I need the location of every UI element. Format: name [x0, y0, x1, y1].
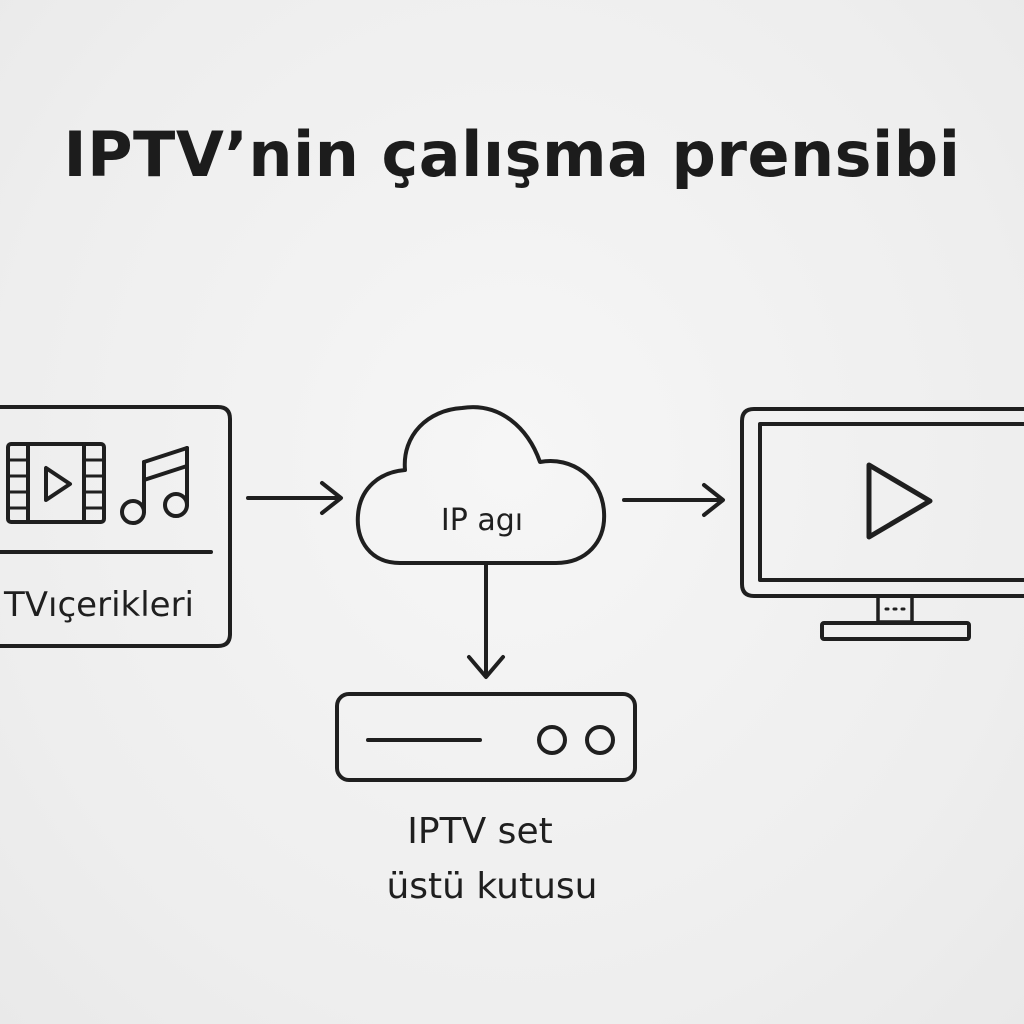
settop-label-line1: IPTV set [407, 811, 552, 852]
tv-play-icon [740, 407, 1024, 641]
arrow-network-to-tv [622, 483, 725, 517]
content-node: TVıçerikleri [0, 405, 232, 648]
tv-node [740, 407, 1024, 641]
page-title: IPTV’nin çalışma prensibi [63, 118, 961, 191]
content-box [0, 405, 232, 648]
arrow-content-to-network [246, 481, 343, 515]
content-label: TVıçerikleri [3, 585, 194, 625]
network-node: IP agı [355, 405, 607, 565]
settop-label-line2: üstü kutusu [386, 866, 597, 907]
music-note-icon [120, 446, 189, 525]
film-strip-icon [6, 442, 106, 524]
cloud-icon [355, 405, 607, 565]
network-label: IP agı [441, 503, 523, 538]
settop-node: IPTV set üstü kutusu [335, 692, 637, 907]
arrow-network-to-settop [467, 563, 505, 679]
set-top-box-icon [335, 692, 637, 782]
